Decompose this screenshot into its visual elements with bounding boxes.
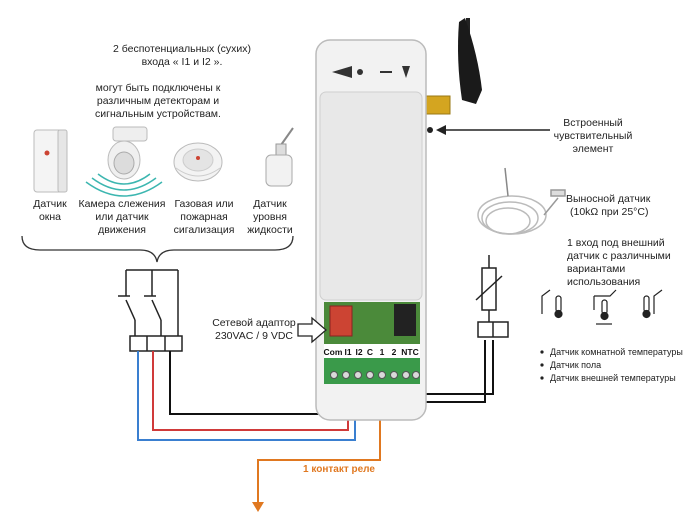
terminal-label-i2: I2 (355, 347, 362, 357)
terminal-screws (330, 371, 420, 379)
inputs-note-line5: сигнальным устройствам. (95, 108, 221, 120)
inputs-note-line1: 2 беспотенциальных (сухих) (113, 43, 251, 55)
terminal-label-ntc: NTC (401, 347, 418, 357)
remote-sensor-line1: Выносной датчик (566, 193, 651, 205)
inputs-note-line2: входа « I1 и I2 ». (142, 56, 223, 68)
room-temp-icon (541, 289, 563, 319)
devices-brace (21, 235, 294, 263)
terminal-block (324, 358, 420, 384)
antenna-connector (423, 95, 451, 115)
device-label-window-line2: окна (39, 211, 61, 223)
remote-sensor-label: Выносной датчик (10kΩ при 25°C) (566, 193, 651, 218)
sensor-uses-list: Датчик комнатной температуры Датчик пола… (540, 347, 683, 383)
device-label-camera-line1: Камера слежения (79, 198, 166, 210)
input-switch-symbol (118, 269, 183, 352)
device-label-liquid-line1: Датчик (253, 198, 287, 210)
external-input-line3: вариантами (567, 263, 625, 275)
inputs-note-line4: различным детекторам и (97, 95, 219, 107)
sensor-use-floor: Датчик пола (550, 360, 601, 370)
power-adapter-line2: 230VAC / 9 VDC (215, 330, 293, 342)
device-label-camera-line3: движения (98, 224, 146, 236)
window-sensor-icon (33, 129, 68, 193)
relay-label: 1 контакт реле (303, 464, 375, 475)
relay-arrow (252, 502, 264, 512)
power-jack (394, 304, 416, 336)
device-label-gas-line2: пожарная (180, 211, 227, 223)
floor-temp-icon (593, 289, 617, 325)
terminal-labels-strip (324, 344, 420, 358)
builtin-sensor-callout: Встроенный чувствительный элемент (436, 117, 632, 155)
terminal-label-2: 2 (392, 347, 397, 357)
terminal-label-c: C (367, 347, 373, 357)
builtin-sensor-line2: чувствительный (554, 130, 633, 142)
ntc-sensor-symbol (475, 255, 509, 338)
inputs-note: 2 беспотенциальных (сухих) входа « I1 и … (95, 43, 251, 120)
power-adapter: Сетевой адаптор 230VAC / 9 VDC (212, 316, 327, 344)
terminal-label-i1: I1 (344, 347, 351, 357)
builtin-sensor-line1: Встроенный (563, 117, 623, 129)
motion-camera-icon (85, 126, 163, 197)
relay-component (329, 305, 353, 337)
terminal-label-com: Com (324, 347, 343, 357)
device-label-gas-line3: сигализация (174, 224, 235, 236)
outdoor-temp-icon (642, 289, 663, 319)
terminal-label-1: 1 (380, 347, 385, 357)
remote-sensor-cable-icon (477, 167, 566, 235)
smoke-detector-icon (173, 142, 223, 182)
status-icons (332, 66, 410, 78)
wire-black-left (169, 351, 339, 415)
device-label-window-line1: Датчик (33, 198, 67, 210)
device-labels: Датчик окна Камера слежения или датчик д… (33, 198, 293, 236)
antenna (458, 18, 482, 104)
device-label-gas-line1: Газовая или (174, 198, 233, 210)
gsm-controller: Com I1 I2 C 1 2 NTC (315, 18, 482, 421)
external-input-line4: использования (567, 276, 640, 288)
external-input-note: 1 вход под внешний датчик с различными в… (567, 237, 671, 288)
remote-sensor-line2: (10kΩ при 25°C) (570, 206, 648, 218)
sensor-use-room: Датчик комнатной температуры (550, 347, 683, 357)
inputs-note-line3: могут быть подключены к (96, 82, 221, 94)
builtin-sensor-line3: элемент (573, 143, 614, 155)
liquid-level-sensor-icon (265, 127, 294, 187)
external-input-line1: 1 вход под внешний (567, 237, 665, 249)
builtin-sensor-dot (427, 127, 433, 133)
sensor-use-outdoor: Датчик внешней температуры (550, 373, 676, 383)
device-label-liquid-line2: уровня (253, 211, 287, 223)
power-arrow (297, 316, 327, 344)
device-label-camera-line2: или датчик (95, 211, 149, 223)
device-label-liquid-line3: жидкости (247, 224, 293, 236)
power-adapter-line1: Сетевой адаптор (212, 317, 296, 329)
external-input-line2: датчик с различными (567, 250, 671, 262)
